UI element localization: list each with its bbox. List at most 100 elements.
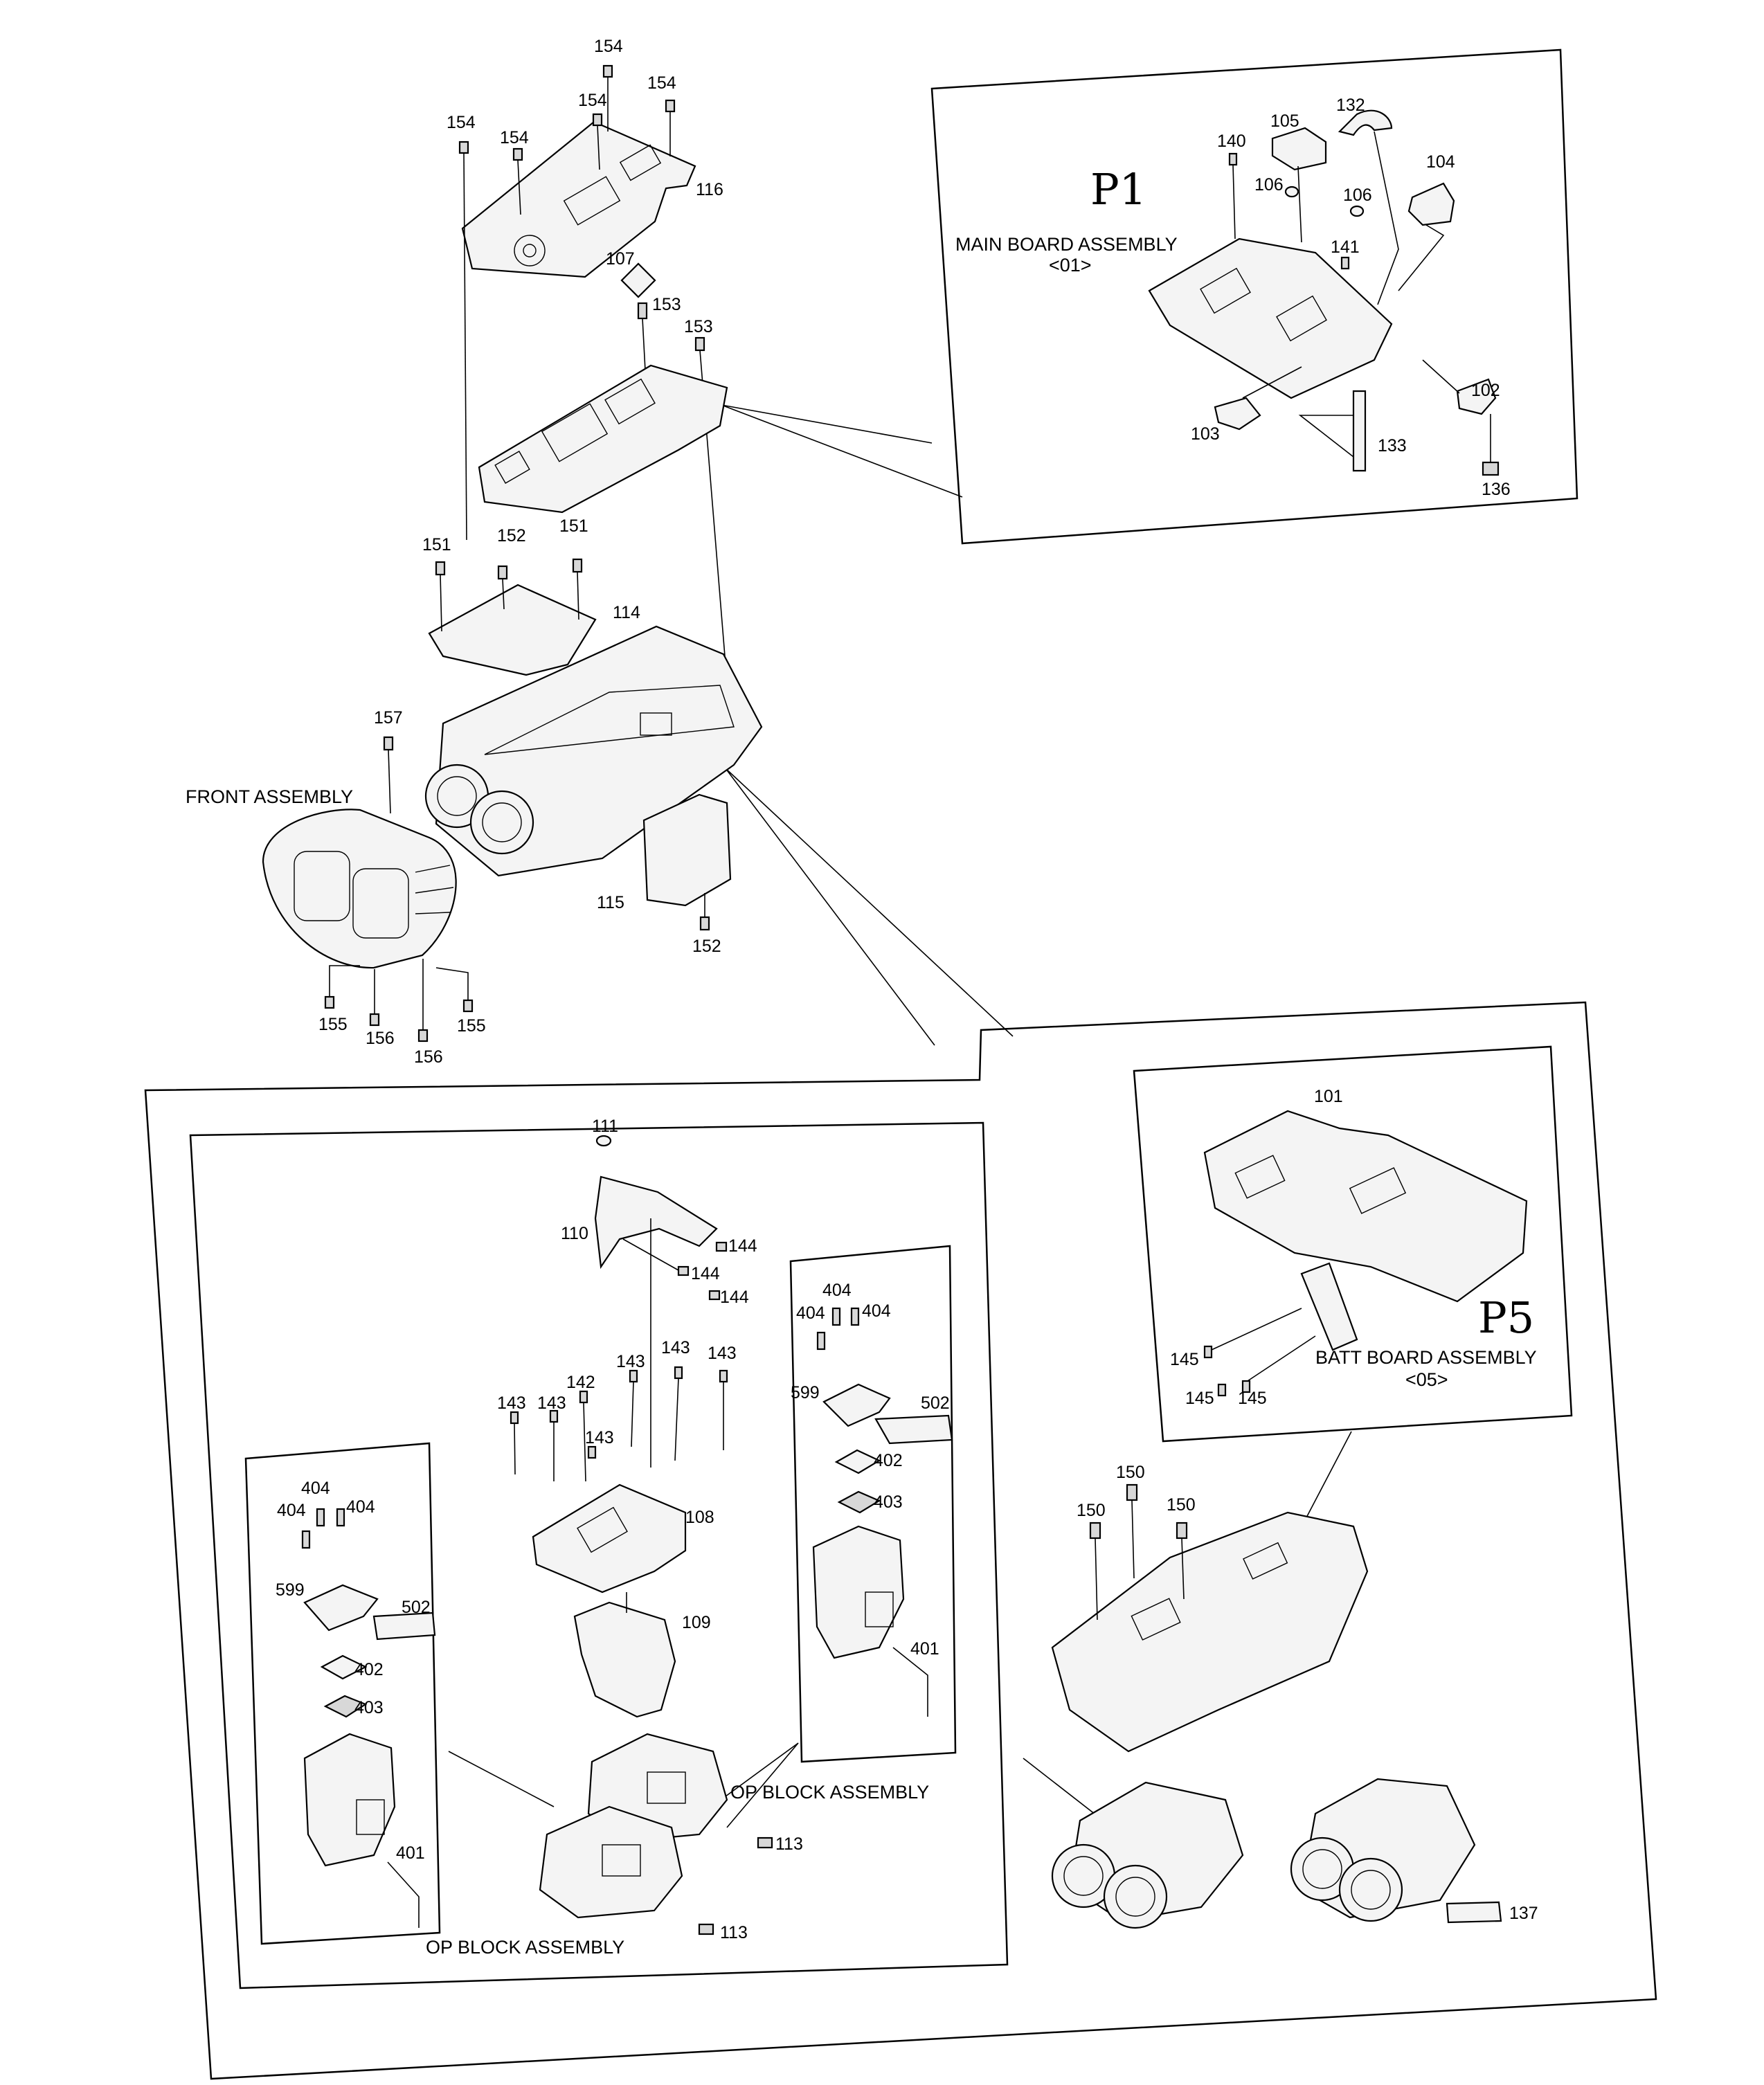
callout-145: 145	[1185, 1389, 1214, 1408]
part-107-pad	[620, 262, 656, 298]
callout-115: 115	[597, 893, 624, 912]
screw-150-c	[1176, 1522, 1188, 1540]
callout-151: 151	[422, 535, 451, 554]
callout-144: 144	[728, 1236, 757, 1256]
screw-143-group	[510, 1366, 728, 1459]
part-141-screw	[1340, 256, 1350, 270]
part-133-flex	[1352, 390, 1367, 472]
callout-157: 157	[374, 708, 403, 728]
callout-143: 143	[616, 1352, 645, 1371]
callout-150: 150	[1077, 1501, 1106, 1520]
part-105-bracket	[1271, 127, 1327, 171]
callout-110: 110	[561, 1224, 588, 1243]
part-137-flex	[1446, 1901, 1502, 1924]
callout-156: 156	[414, 1047, 443, 1067]
lower-assembly-frame	[144, 1001, 1657, 2080]
callout-109: 109	[682, 1613, 711, 1632]
batt-board-code: P5	[1478, 1292, 1534, 1343]
callout-401: 401	[910, 1639, 939, 1659]
callout-141: 141	[1331, 237, 1360, 257]
op-right-leader	[694, 1742, 799, 1828]
callout-154: 154	[500, 128, 529, 147]
callout-116: 116	[696, 180, 723, 199]
callout-105: 105	[1270, 111, 1299, 131]
part-106-b	[1349, 205, 1365, 217]
callout-154: 154	[578, 91, 607, 110]
callout-102: 102	[1471, 381, 1500, 400]
callout-154: 154	[447, 113, 476, 132]
callout-599: 599	[791, 1383, 820, 1402]
callout-151: 151	[559, 516, 588, 536]
main-board-leader	[721, 404, 963, 498]
chassis-lens-pair	[424, 764, 534, 855]
op-block-left-title: OP BLOCK ASSEMBLY	[426, 1937, 624, 1958]
callout-140: 140	[1217, 132, 1246, 151]
callout-143: 143	[585, 1428, 614, 1447]
callout-107: 107	[606, 249, 635, 269]
callout-145: 145	[1238, 1389, 1267, 1408]
op-block-right-title: OP BLOCK ASSEMBLY	[730, 1782, 929, 1803]
screw-155-156-group	[324, 995, 474, 1042]
callout-136: 136	[1482, 480, 1511, 499]
callout-108: 108	[685, 1508, 714, 1527]
lower-main-frame	[1051, 1511, 1369, 1753]
part-140-screw	[1228, 152, 1238, 166]
part-109-bracket	[573, 1601, 676, 1718]
part-101-frame	[1203, 1110, 1528, 1303]
part-114-bracket	[428, 584, 597, 676]
callout-502: 502	[402, 1598, 431, 1617]
op-block-left-inset-frame	[244, 1442, 441, 1945]
callout-404: 404	[301, 1479, 330, 1498]
callout-153: 153	[684, 317, 713, 336]
op-block-inner-frame	[189, 1121, 1009, 1989]
callout-150: 150	[1167, 1495, 1196, 1515]
callout-404: 404	[796, 1303, 825, 1323]
callout-111: 111	[592, 1117, 618, 1136]
callout-599: 599	[276, 1580, 305, 1600]
callout-152: 152	[497, 526, 526, 545]
callout-106: 106	[1343, 186, 1372, 205]
op-block-middle-lower	[539, 1805, 683, 1919]
lower-lens-block-left	[1051, 1781, 1244, 1929]
batt-board-sub: <05>	[1405, 1369, 1448, 1390]
callout-143: 143	[708, 1344, 737, 1363]
callout-137: 137	[1509, 1904, 1538, 1923]
batt-board-inset-frame	[1133, 1045, 1573, 1443]
part-116-top-plate	[461, 120, 696, 278]
screw-150-b	[1126, 1483, 1138, 1501]
callout-154: 154	[594, 37, 623, 56]
main-board-code: P1	[1090, 164, 1146, 215]
batt-leader	[1304, 1431, 1352, 1522]
callout-143: 143	[537, 1393, 566, 1413]
callout-106: 106	[1254, 175, 1284, 195]
callout-101: 101	[1314, 1087, 1343, 1106]
main-board-pcb	[478, 364, 728, 514]
callout-150: 150	[1116, 1463, 1145, 1482]
inset-main-board-pcb	[1148, 237, 1393, 399]
batt-board-pcb	[1300, 1262, 1358, 1351]
part-108-plate	[532, 1483, 687, 1594]
op-block-right-inset-frame	[789, 1245, 957, 1763]
callout-114: 114	[613, 603, 640, 622]
screw-153-a	[637, 302, 648, 320]
part-104-bracket	[1407, 182, 1455, 226]
callout-404: 404	[346, 1497, 375, 1517]
callout-155: 155	[318, 1015, 348, 1034]
callout-113: 113	[775, 1834, 803, 1854]
callout-402: 402	[354, 1660, 384, 1679]
callout-133: 133	[1378, 436, 1407, 455]
callout-404: 404	[822, 1281, 852, 1300]
part-110-plate	[594, 1175, 718, 1270]
lower-frame-leader	[725, 768, 1014, 1046]
screw-150-a	[1089, 1522, 1101, 1540]
callout-132: 132	[1336, 96, 1365, 115]
callout-156: 156	[366, 1029, 395, 1048]
callout-152: 152	[692, 937, 721, 956]
callout-403: 403	[354, 1698, 384, 1717]
front-assembly-title: FRONT ASSEMBLY	[186, 786, 353, 807]
screw-145-b	[1217, 1383, 1227, 1397]
part-103-bracket	[1214, 397, 1261, 431]
callout-144: 144	[691, 1264, 720, 1283]
lower-lens-block-right	[1290, 1778, 1502, 1924]
